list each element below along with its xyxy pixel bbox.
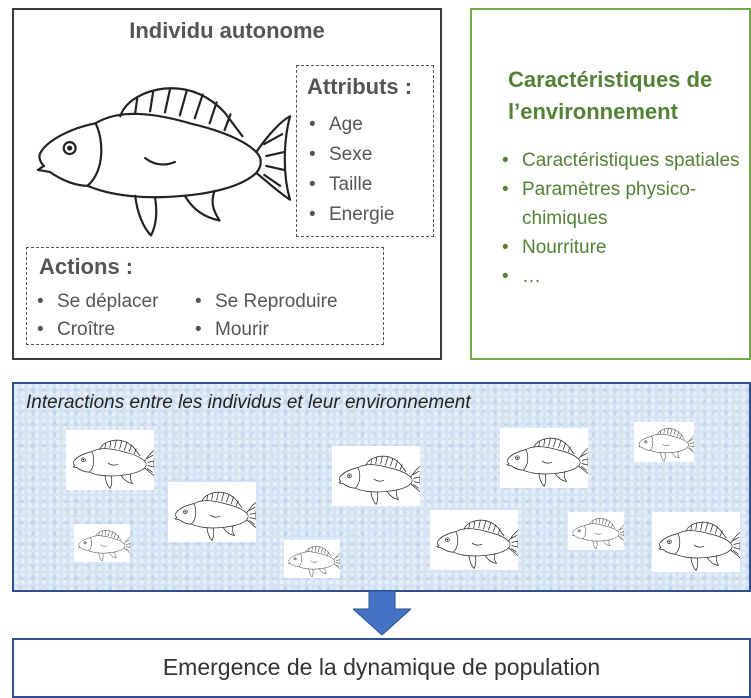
interactions-panel: Interactions entre les individus et leur… — [12, 382, 751, 592]
fish-icon — [652, 512, 740, 572]
fish-icon — [26, 78, 294, 238]
environnement-panel: Caractéristiques de l’environnement Cara… — [470, 8, 751, 360]
fish-icon — [500, 428, 588, 488]
down-arrow-icon — [353, 591, 411, 635]
attributs-list: Age Sexe Taille Energie — [301, 110, 395, 230]
attributs-title: Attributs : — [307, 74, 413, 99]
attribut-item: Age — [301, 110, 395, 140]
attribut-item: Taille — [301, 170, 395, 200]
actions-list-right: Se Reproduire Mourir — [187, 288, 338, 344]
action-item: Se déplacer — [29, 288, 158, 316]
actions-title: Actions : — [39, 254, 134, 279]
fish-icon — [168, 482, 256, 542]
environnement-item: … — [494, 262, 744, 291]
emergence-panel: Emergence de la dynamique de population — [12, 638, 751, 698]
fish-icon — [74, 524, 130, 562]
action-item: Croître — [29, 316, 158, 344]
actions-list-left: Se déplacer Croître — [29, 288, 158, 344]
fish-icon — [634, 422, 694, 462]
fish-icon — [430, 510, 518, 570]
individu-autonome-panel: Individu autonome Attributs : Age Sexe T… — [12, 8, 442, 360]
environnement-title: Caractéristiques de l’environnement — [508, 67, 713, 124]
fish-icon — [66, 430, 154, 490]
fish-icon — [568, 512, 624, 550]
fish-icon — [284, 540, 340, 578]
attribut-item: Sexe — [301, 140, 395, 170]
environnement-item: Nourriture — [494, 233, 744, 262]
interactions-title: Interactions entre les individus et leur… — [26, 392, 471, 413]
action-item: Se Reproduire — [187, 288, 338, 316]
environnement-item: Paramètres physico-chimiques — [494, 175, 744, 233]
actions-box: Actions : Se déplacer Croître Se Reprodu… — [26, 247, 384, 345]
attribut-item: Energie — [301, 200, 395, 230]
environnement-item: Caractéristiques spatiales — [494, 146, 744, 175]
fish-icon — [332, 446, 420, 506]
attributs-box: Attributs : Age Sexe Taille Energie — [296, 65, 434, 237]
environnement-list: Caractéristiques spatiales Paramètres ph… — [494, 146, 744, 291]
action-item: Mourir — [187, 316, 338, 344]
individu-title: Individu autonome — [129, 18, 325, 43]
emergence-text: Emergence de la dynamique de population — [162, 654, 601, 680]
